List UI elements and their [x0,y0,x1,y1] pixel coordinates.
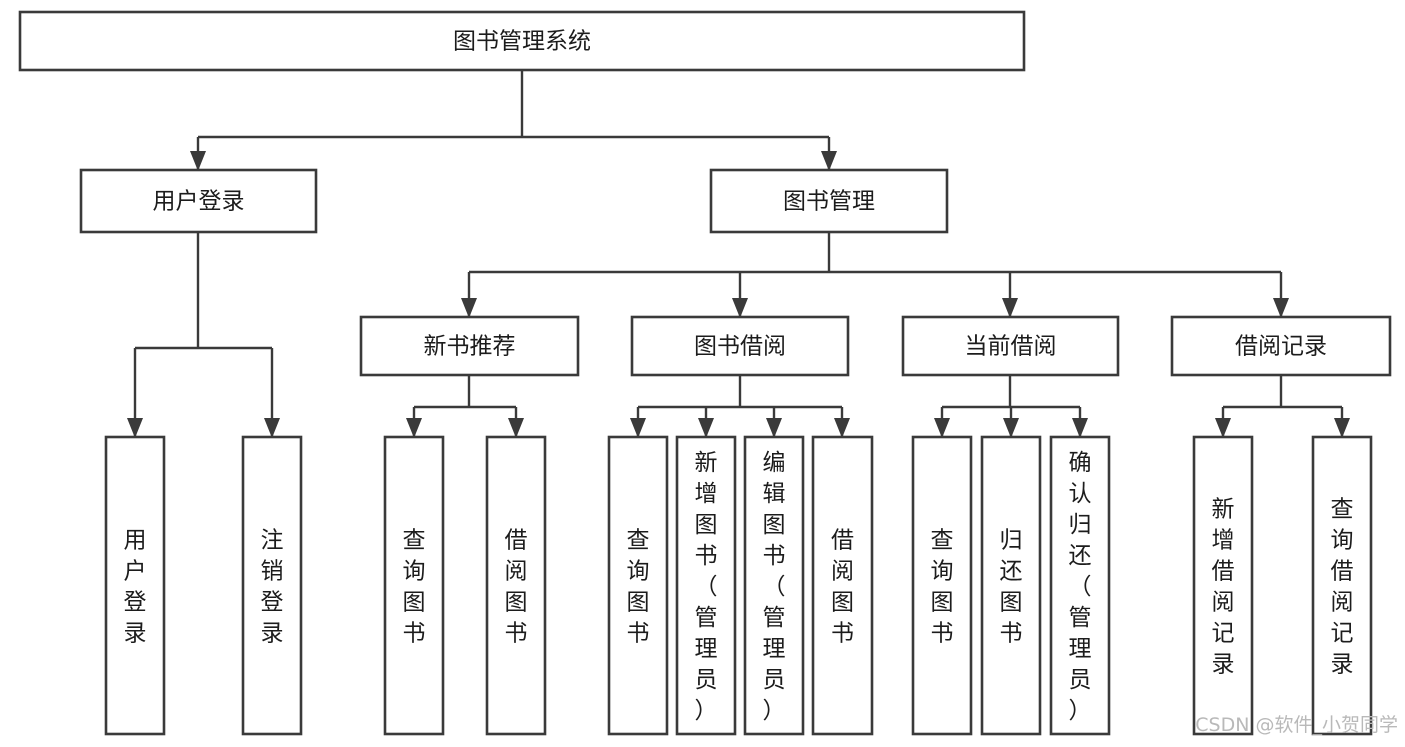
node-label: 查询图书 [931,528,954,647]
csdn-watermark: CSDN @软件_小贺同学 [1195,714,1398,736]
node-borrow-record[interactable]: 借阅记录 [1170,315,1392,377]
node-leaf-edit-book-admin[interactable]: 编辑图书（管理员） [743,435,805,736]
arrow-head [127,418,143,438]
node-box[interactable] [743,435,805,736]
node-box[interactable] [901,315,1120,377]
node-leaf-borrow-book[interactable]: 借阅图书 [811,435,874,736]
node-box[interactable] [630,315,850,377]
arrow-head [190,151,206,171]
node-leaf-user-login[interactable]: 用户登录 [104,435,166,736]
node-leaf-logout[interactable]: 注销登录 [241,435,303,736]
node-label: 借阅图书 [831,528,854,647]
node-label: 注销登录 [261,528,284,647]
node-box[interactable] [1192,435,1254,736]
connector-conn-current-borrow [934,375,1088,438]
node-label: 借阅图书 [505,528,528,647]
node-box[interactable] [1049,435,1111,736]
node-box[interactable] [485,435,547,736]
node-label: 查询借阅记录 [1331,497,1354,678]
node-box[interactable] [1311,435,1373,736]
arrow-head [821,151,837,171]
node-new-book-recommend[interactable]: 新书推荐 [359,315,580,377]
node-leaf-confirm-return-admin[interactable]: 确认归还（管理员） [1049,435,1111,736]
node-leaf-query-book-current[interactable]: 查询图书 [911,435,973,736]
node-label: 借阅记录 [1235,334,1327,360]
connector-conn-root [190,70,837,171]
connector-conn-user-login [127,232,280,438]
arrow-head [1072,418,1088,438]
node-label: 新增借阅记录 [1212,497,1235,678]
node-box[interactable] [18,10,1026,72]
node-box[interactable] [811,435,874,736]
arrow-head [1215,418,1231,438]
connector-conn-book-borrow [630,375,850,438]
node-box[interactable] [104,435,166,736]
node-layer: 图书管理系统用户登录图书管理新书推荐图书借阅当前借阅借阅记录用户登录注销登录查询… [18,10,1392,736]
connector-conn-new-book-recommend [406,375,524,438]
arrow-head [698,418,714,438]
node-current-borrow[interactable]: 当前借阅 [901,315,1120,377]
node-box[interactable] [79,168,318,234]
connector-conn-borrow-record [1215,375,1350,438]
node-label: 查询图书 [403,528,426,647]
arrow-head [264,418,280,438]
node-label: 新增图书（管理员） [695,450,718,724]
node-book-management[interactable]: 图书管理 [709,168,949,234]
node-leaf-query-book-recommend[interactable]: 查询图书 [383,435,445,736]
node-label: 用户登录 [153,189,245,215]
node-leaf-borrow-book-recommend[interactable]: 借阅图书 [485,435,547,736]
arrow-head [934,418,950,438]
node-box[interactable] [675,435,737,736]
arrow-head [732,298,748,318]
node-box[interactable] [980,435,1042,736]
node-box[interactable] [383,435,445,736]
node-label: 归还图书 [1000,528,1023,647]
node-box[interactable] [359,315,580,377]
node-book-borrow[interactable]: 图书借阅 [630,315,850,377]
arrow-head [1003,418,1019,438]
node-label: 确认归还（管理员） [1069,450,1092,724]
node-box[interactable] [241,435,303,736]
node-box[interactable] [709,168,949,234]
arrow-head [1002,298,1018,318]
node-leaf-query-book-borrow[interactable]: 查询图书 [607,435,669,736]
node-leaf-return-book[interactable]: 归还图书 [980,435,1042,736]
node-label: 用户登录 [124,528,147,647]
arrow-head [1273,298,1289,318]
node-root[interactable]: 图书管理系统 [18,10,1026,72]
node-label: 编辑图书（管理员） [763,450,786,724]
connector-conn-book-management [461,232,1289,318]
node-leaf-query-borrow-record[interactable]: 查询借阅记录 [1311,435,1373,736]
arrow-head [1334,418,1350,438]
node-label: 图书借阅 [694,334,786,360]
node-leaf-add-book-admin[interactable]: 新增图书（管理员） [675,435,737,736]
arrow-head [766,418,782,438]
arrow-head [630,418,646,438]
node-label: 当前借阅 [965,334,1057,360]
node-user-login[interactable]: 用户登录 [79,168,318,234]
connector-layer [127,70,1350,438]
node-leaf-add-borrow-record[interactable]: 新增借阅记录 [1192,435,1254,736]
arrow-head [834,418,850,438]
node-label: 图书管理系统 [453,29,591,55]
arrow-head [508,418,524,438]
node-label: 图书管理 [783,189,875,215]
node-label: 查询图书 [627,528,650,647]
arrow-head [461,298,477,318]
node-label: 新书推荐 [424,334,516,360]
node-box[interactable] [1170,315,1392,377]
node-box[interactable] [911,435,973,736]
arrow-head [406,418,422,438]
node-box[interactable] [607,435,669,736]
